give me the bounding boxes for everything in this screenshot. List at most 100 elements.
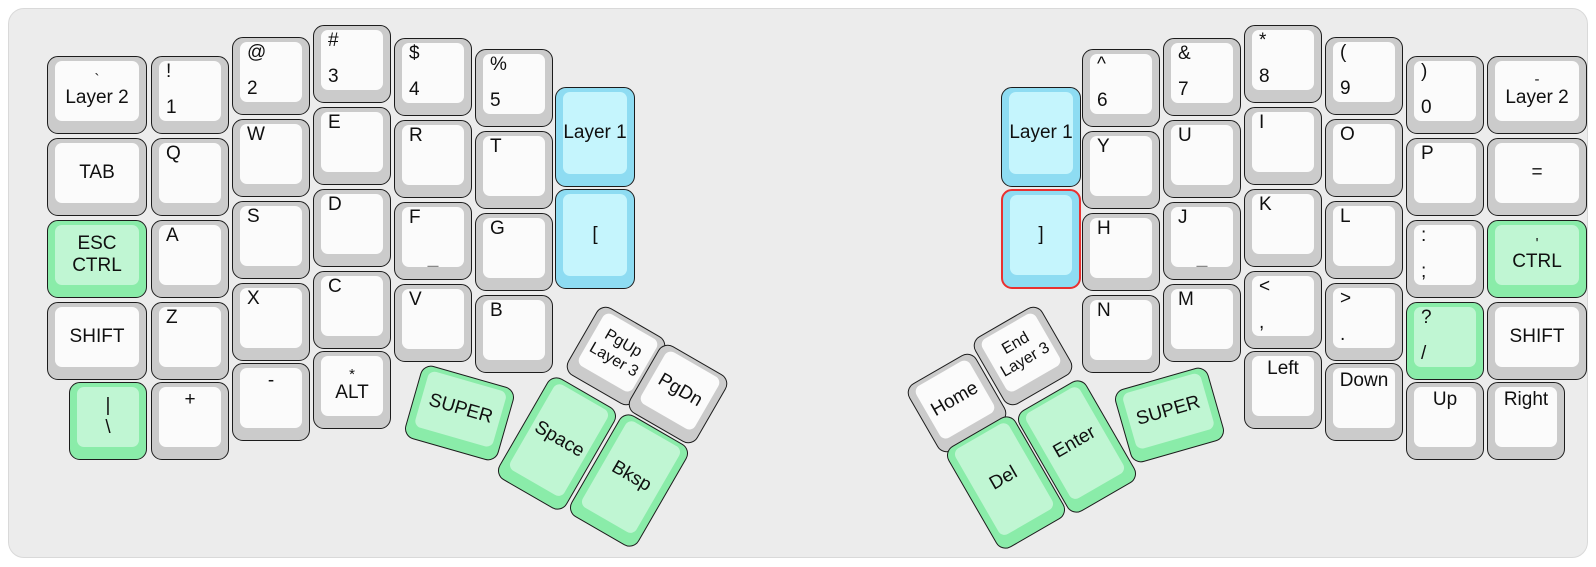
key-rbracket[interactable]: ] [1001, 189, 1081, 289]
keycap-face: >. [1333, 288, 1395, 348]
key-main-legend: R [409, 125, 423, 146]
key-arrow-left[interactable]: Left [1244, 351, 1322, 429]
key-main-legend: K [1259, 194, 1272, 215]
key-letter-n[interactable]: N [1082, 295, 1160, 373]
key-period[interactable]: >. [1325, 283, 1403, 361]
key-num-2[interactable]: @2 [232, 37, 310, 115]
key-main-legend: Layer 1 [1009, 121, 1073, 143]
key-letter-a[interactable]: A [151, 220, 229, 298]
key-letter-b[interactable]: B [475, 295, 553, 373]
key-main-legend: E [328, 112, 341, 133]
keycap-face: PgDn [638, 349, 722, 433]
key-letter-r[interactable]: R [394, 120, 472, 198]
keycap-face: |\ [77, 387, 139, 447]
key-tab[interactable]: TAB [47, 138, 147, 216]
key-letter-u[interactable]: U [1163, 120, 1241, 198]
keycap-face: SUPER [1121, 372, 1216, 451]
key-num-8[interactable]: *8 [1244, 25, 1322, 103]
key-letter-m[interactable]: M [1163, 284, 1241, 362]
key-pipe-backslash[interactable]: |\ [69, 382, 147, 460]
key-main-legend: G [490, 218, 505, 239]
key-shift-legend: : [1421, 225, 1427, 246]
key-layer2-left[interactable]: `Layer 2 [47, 56, 147, 134]
key-letter-i[interactable]: I [1244, 107, 1322, 185]
key-letter-k[interactable]: K [1244, 189, 1322, 267]
key-comma[interactable]: <, [1244, 271, 1322, 349]
keycap-face: O [1333, 124, 1395, 184]
key-letter-p[interactable]: P [1406, 138, 1484, 216]
key-slash[interactable]: ?/ [1406, 302, 1484, 380]
keycap-face: :; [1414, 225, 1476, 285]
key-shift-legend: ! [166, 61, 172, 82]
key-main-legend: 2 [247, 78, 258, 100]
key-num-5[interactable]: %5 [475, 49, 553, 127]
key-main-legend: + [184, 389, 196, 410]
key-main-legend: PgDn [654, 368, 707, 411]
key-layer1-right[interactable]: Layer 1 [1001, 87, 1081, 187]
key-main-legend: / [1421, 343, 1427, 365]
key-letter-w[interactable]: W [232, 119, 310, 197]
key-letter-c[interactable]: C [313, 271, 391, 349]
key-main-legend: C [328, 276, 342, 297]
key-lbracket[interactable]: [ [555, 189, 635, 289]
key-letter-j[interactable]: J_ [1163, 202, 1241, 280]
key-letter-e[interactable]: E [313, 107, 391, 185]
key-letter-q[interactable]: Q [151, 138, 229, 216]
key-letter-l[interactable]: L [1325, 201, 1403, 279]
key-shift-legend: $ [409, 43, 420, 64]
key-num-3[interactable]: #3 [313, 25, 391, 103]
key-main-legend: T [490, 136, 502, 157]
keycap-face: Up [1414, 387, 1476, 447]
key-num-0[interactable]: )0 [1406, 56, 1484, 134]
key-main-legend: Up [1432, 389, 1458, 410]
key-main-legend: ALT [335, 382, 369, 404]
key-letter-o[interactable]: O [1325, 119, 1403, 197]
key-letter-t[interactable]: T [475, 131, 553, 209]
key-num-9[interactable]: (9 [1325, 37, 1403, 115]
key-arrow-down[interactable]: Down [1325, 363, 1403, 441]
key-shift-left[interactable]: SHIFT [47, 302, 147, 380]
key-letter-z[interactable]: Z [151, 302, 229, 380]
key-layer2-right[interactable]: -Layer 2 [1487, 56, 1587, 134]
key-main-legend: Right [1503, 389, 1549, 410]
key-letter-x[interactable]: X [232, 283, 310, 361]
key-super-right[interactable]: SUPER [1112, 365, 1227, 465]
key-letter-g[interactable]: G [475, 213, 553, 291]
key-main-legend: Del [986, 462, 1022, 495]
keycap-face: Layer 1 [563, 92, 627, 174]
key-main-legend: Home [927, 377, 982, 421]
key-num-7[interactable]: &7 [1163, 38, 1241, 116]
key-main-legend: ] [1038, 223, 1044, 245]
key-minus[interactable]: - [232, 363, 310, 441]
key-ctrl-right[interactable]: 'CTRL [1487, 220, 1587, 298]
key-main-legend: SUPER [1133, 391, 1203, 430]
key-shift-right[interactable]: SHIFT [1487, 302, 1587, 380]
key-num-1[interactable]: !1 [151, 56, 229, 134]
key-equals[interactable]: = [1487, 138, 1587, 216]
keycap-face: I [1252, 112, 1314, 172]
key-arrow-up[interactable]: Up [1406, 382, 1484, 460]
key-letter-s[interactable]: S [232, 201, 310, 279]
key-num-4[interactable]: $4 [394, 38, 472, 116]
key-main-legend: 3 [328, 66, 339, 88]
key-main-legend: A [166, 225, 179, 246]
key-alt[interactable]: *ALT [313, 351, 391, 429]
key-letter-y[interactable]: Y [1082, 131, 1160, 209]
keycap-face: M [1171, 289, 1233, 349]
key-semicolon[interactable]: :; [1406, 220, 1484, 298]
key-main-legend: CTRL [1512, 251, 1562, 273]
key-super-left[interactable]: SUPER [402, 363, 517, 463]
key-letter-d[interactable]: D [313, 189, 391, 267]
key-layer1-left[interactable]: Layer 1 [555, 87, 635, 187]
keycap-face: 'CTRL [1495, 225, 1579, 285]
key-letter-h[interactable]: H [1082, 213, 1160, 291]
key-letter-f[interactable]: F_ [394, 202, 472, 280]
key-arrow-right[interactable]: Right [1487, 382, 1565, 460]
key-letter-v[interactable]: V [394, 284, 472, 362]
key-main-legend: 4 [409, 79, 420, 101]
key-num-6[interactable]: ^6 [1082, 49, 1160, 127]
keycap-face: Z [159, 307, 221, 367]
key-plus[interactable]: + [151, 382, 229, 460]
